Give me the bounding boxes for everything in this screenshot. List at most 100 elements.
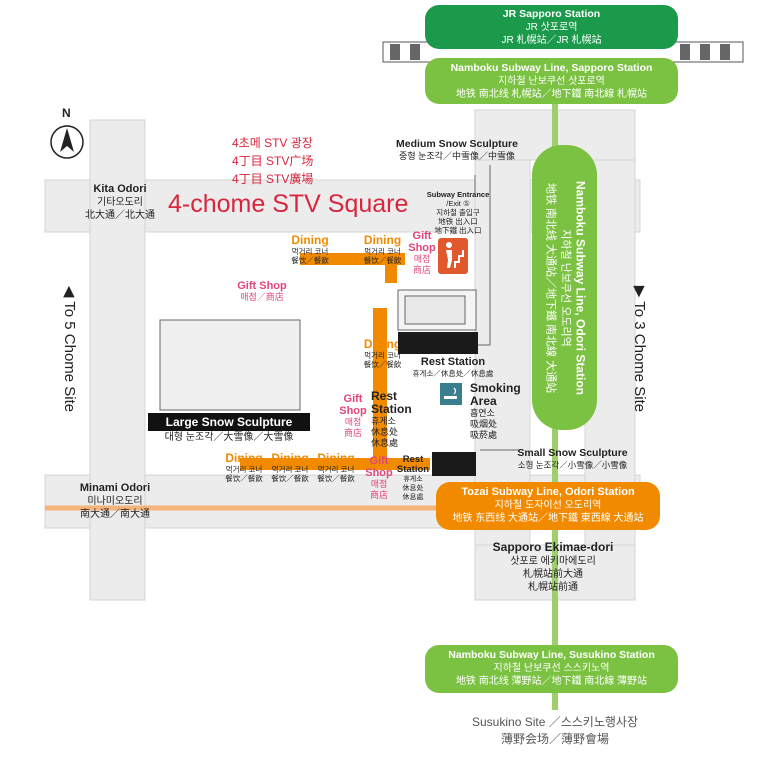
large-sculpture-name: Large Snow Sculpture (165, 415, 293, 429)
small-sculpture-name: Small Snow Sculpture (517, 447, 628, 459)
rest-station-2-label: Rest Station 휴게소 休息处 休息處 (371, 390, 412, 449)
namboku-sapporo-box: Namboku Subway Line, Sapporo Station 지하철… (425, 58, 678, 104)
subway-entrance-l2: /Exit ⑤ (446, 199, 470, 208)
gift-inline: Gift Shop (237, 280, 287, 292)
subway-entrance-icon (438, 238, 468, 274)
smoking-icon (440, 383, 462, 405)
subway-entrance-label: Subway Entrance /Exit ⑤ 지하철 출입구 地铁 出入口 地… (418, 190, 498, 235)
dining-sub2: 餐饮／餐飲 (291, 256, 329, 265)
dining-sub2: 餐饮／餐飲 (271, 474, 309, 483)
namboku-susukino-name: Namboku Subway Line, Susukino Station (448, 649, 655, 661)
large-sculpture-label: Large Snow Sculpture (148, 413, 310, 431)
kita-odori-name: Kita Odori (93, 183, 147, 195)
jr-station-box: JR Sapporo Station JR 삿포로역 JR 札幌站／JR 札幌站 (425, 5, 678, 49)
rest-cn2: 休息處 (402, 494, 424, 501)
medium-sculpture-label: Medium Snow Sculpture 중형 눈조각／中雪像／中雪像 (382, 138, 532, 162)
rest-station-inline: 휴게소／休息处／休息處 (412, 369, 494, 378)
kita-odori-cn: 北大通／北大通 (85, 210, 155, 221)
jr-station-name: JR Sapporo Station (502, 8, 601, 20)
namboku-susukino-cn: 地铁 南北线 薄野站／地下鐵 南北線 薄野站 (455, 676, 648, 687)
rest-cn1: 休息处 (402, 485, 424, 492)
dining-sub2: 餐饮／餐飲 (317, 474, 355, 483)
dining-block-1: Dining 먹거리 코너 餐饮／餐飲 (275, 233, 345, 266)
ekimae-label: Sapporo Ekimae-dori 삿포로 에키마에도리 札幌站前大通 札幌… (478, 540, 628, 594)
dining-block-2: Dining 먹거리 코너 餐饮／餐飲 (350, 233, 415, 266)
kita-odori-ko: 기타오도리 (97, 197, 143, 208)
rest-station-title: Rest Station (420, 356, 486, 368)
dining-sub1: 먹거리 코너 (271, 465, 309, 474)
dining-title: Dining (317, 451, 355, 465)
gift-title2: Shop (365, 467, 393, 479)
dining-sub1: 먹거리 코너 (317, 465, 355, 474)
rest-title2: Station (371, 402, 412, 416)
dining-sub2: 餐饮／餐飲 (363, 360, 402, 369)
rest-title1: Rest (402, 454, 424, 465)
namboku-susukino-ko: 지하철 난보쿠선 스스키노역 (493, 663, 610, 674)
minami-odori-cn: 南大通／南大通 (80, 509, 150, 520)
tozai-odori-name: Tozai Subway Line, Odori Station (461, 486, 635, 498)
gift-ko: 매점 (370, 479, 388, 489)
square-cn2: 4丁目 STV廣場 (232, 172, 314, 186)
smoking-cn2: 吸菸處 (470, 430, 498, 440)
square-title: 4-chome STV Square (168, 190, 409, 218)
gift-cn: 商店 (369, 490, 388, 500)
susukino-site-line2: 薄野会场／薄野會場 (500, 732, 609, 746)
dining-block-6: Dining 먹거리 코너 餐饮／餐飲 (307, 451, 365, 484)
smoking-cn1: 吸烟处 (470, 419, 498, 429)
rest-ko: 휴게소 (403, 476, 423, 483)
jr-station-cn: JR 札幌站／JR 札幌站 (501, 35, 602, 46)
subway-entrance-l5: 地下鐵 出入口 (434, 226, 482, 235)
ekimae-cn1: 札幌站前大通 (523, 569, 583, 580)
gift-title2: Shop (339, 405, 367, 417)
gift-ko: 매점 (344, 417, 362, 427)
large-sculpture-sub: 대형 눈조각／大雪像／大雪像 (164, 432, 294, 443)
gift-title1: Gift (412, 230, 432, 242)
kita-odori-label: Kita Odori 기타오도리 北大通／北大通 (75, 183, 165, 222)
namboku-sapporo-name: Namboku Subway Line, Sapporo Station (450, 62, 653, 74)
gift-title2: Shop (408, 242, 436, 254)
to-5-chome[interactable]: ◀ To 5 Chome Site (61, 285, 78, 413)
gift-inline-sub: 매점／商店 (240, 292, 284, 302)
dining-sub2: 餐饮／餐飲 (363, 256, 402, 265)
tozai-odori-cn: 地铁 东西线 大通站／地下鐵 東西線 大通站 (452, 513, 644, 524)
subway-entrance-l1: Subway Entrance (426, 190, 490, 199)
namboku-odori-ko: 지하철 난보쿠선 오도리역 (559, 228, 571, 347)
namboku-sapporo-cn: 地铁 南北线 札幌站／地下鐵 南北線 札幌站 (455, 89, 648, 100)
namboku-odori-box: Namboku Subway Line, Odori Station 지하철 난… (532, 145, 597, 430)
north-label: N (62, 106, 71, 120)
rest-cn1: 休息处 (371, 427, 399, 437)
medium-sculpture-name: Medium Snow Sculpture (396, 138, 518, 150)
gift-cn: 商店 (343, 428, 362, 438)
dining-block-4: Dining 먹거리 코너 餐饮／餐飲 (215, 452, 273, 484)
dining-title: Dining (291, 233, 329, 247)
tozai-odori-box: Tozai Subway Line, Odori Station 지하철 도자이… (436, 482, 660, 530)
gift-title1: Gift (343, 393, 363, 405)
dining-sub1: 먹거리 코너 (225, 465, 263, 474)
minami-odori-label: Minami Odori 미나미오도리 南大通／南大通 (60, 482, 170, 521)
susukino-site-line1: Susukino Site ／스스키노행사장 (472, 715, 638, 729)
subway-entrance-l3: 지하철 출입구 (436, 208, 480, 217)
to-3-chome[interactable]: ▶ To 3 Chome Site (631, 285, 648, 413)
large-sculpture-sub-wrap: 대형 눈조각／大雪像／大雪像 (148, 432, 310, 444)
tozai-odori-ko: 지하철 도자이선 오도리역 (494, 500, 602, 511)
gift-shop-3: Gift Shop 매점 商店 (336, 393, 370, 439)
dining-sub1: 먹거리 코너 (291, 247, 329, 256)
susukino-site: Susukino Site ／스스키노행사장 薄野会场／薄野會場 (440, 714, 670, 748)
rest-cn2: 休息處 (371, 438, 399, 448)
rest-title1: Rest (371, 389, 398, 403)
dining-block-3: Dining 먹거리 코너 餐饮／餐飲 (350, 338, 415, 370)
subway-entrance-l4: 地铁 出入口 (438, 217, 478, 226)
dining-title: Dining (363, 233, 402, 247)
gift-ko: 매점 (413, 254, 431, 264)
rest-station-1-label: Rest Station 휴게소／休息处／休息處 (408, 356, 498, 379)
ekimae-ko: 삿포로 에키마에도리 (510, 556, 596, 567)
square-ko: 4초메 STV 광장 (232, 136, 313, 150)
smoking-ko: 흡연소 (470, 408, 495, 418)
namboku-odori-name: Namboku Subway Line, Odori Station (573, 180, 587, 395)
namboku-susukino-box: Namboku Subway Line, Susukino Station 지하… (425, 645, 678, 693)
gift-shop-4: Gift Shop 매점 商店 (362, 455, 396, 501)
dining-block-5: Dining 먹거리 코너 餐饮／餐飲 (261, 452, 319, 484)
smoking-title2: Area (470, 394, 497, 408)
namboku-sapporo-ko: 지하철 난보쿠선 삿포로역 (498, 76, 605, 87)
smoking-label: Smoking Area 흡연소 吸烟处 吸菸處 (470, 382, 521, 441)
